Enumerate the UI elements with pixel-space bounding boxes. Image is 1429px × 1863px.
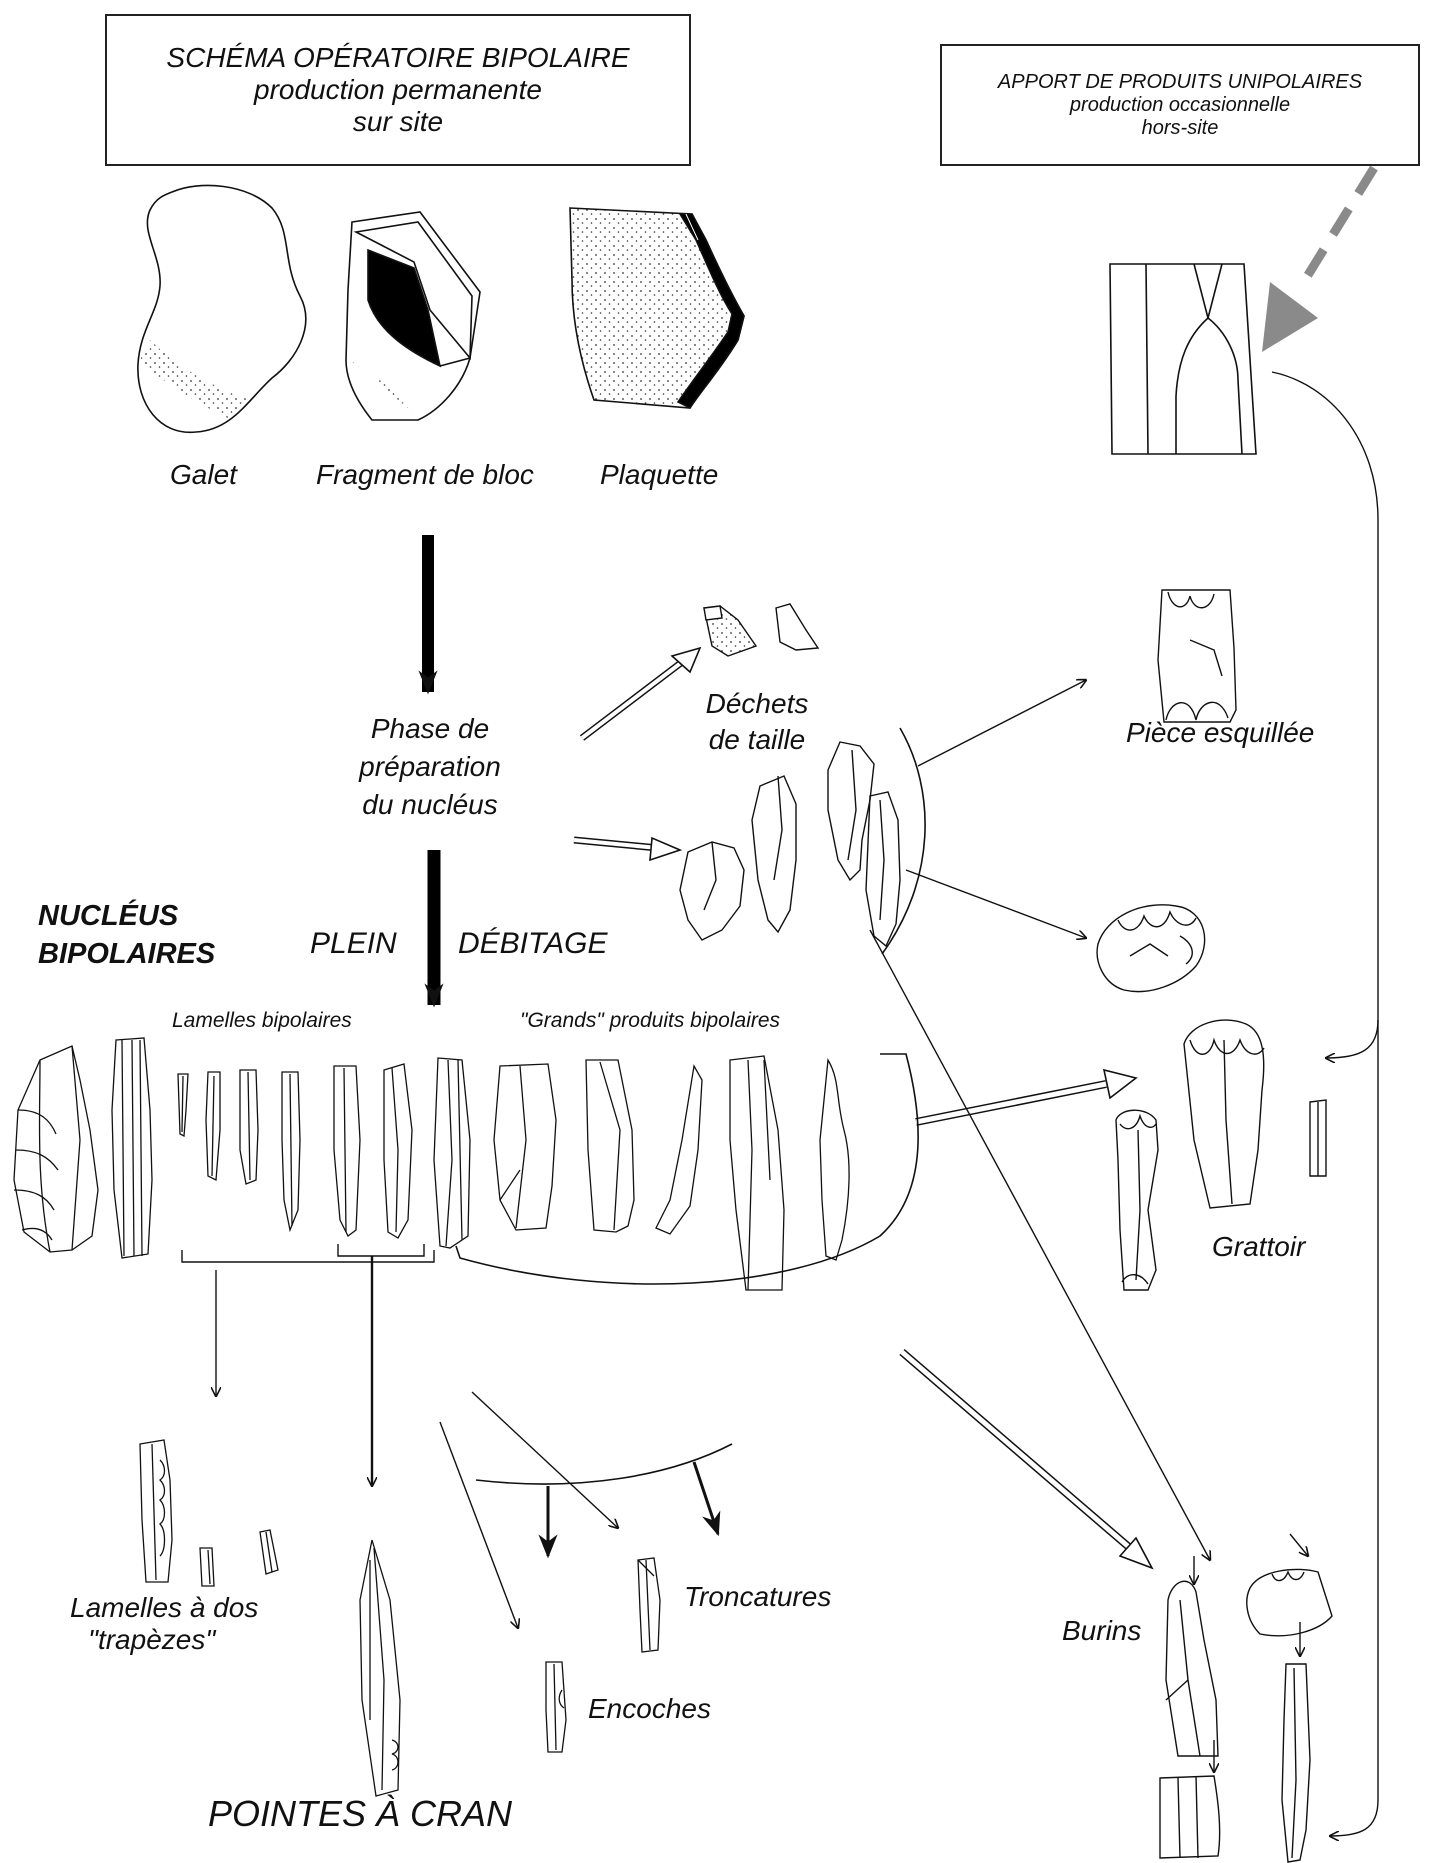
label-debitage: DÉBITAGE	[458, 926, 607, 962]
label-phase-preparation: Phase de préparation du nucléus	[330, 710, 530, 823]
fragment-de-bloc-drawing	[346, 212, 480, 420]
plaquette-drawing	[570, 208, 744, 408]
galet-drawing	[138, 185, 306, 432]
label-plaquette: Plaquette	[600, 458, 718, 492]
arrow-troncatures	[472, 1392, 618, 1528]
import-arrow	[1262, 168, 1374, 352]
label-encoches: Encoches	[588, 1692, 711, 1726]
label-fragment-de-bloc: Fragment de bloc	[316, 458, 534, 492]
eclats-drawing	[680, 742, 900, 946]
label-piece-esquillee: Pièce esquillée	[1126, 716, 1314, 750]
arc-eclats	[882, 728, 925, 954]
box-apport-unipolaire: APPORT DE PRODUITS UNIPOLAIRES productio…	[940, 44, 1420, 166]
nucleus-line1: NUCLÉUS	[38, 898, 215, 936]
lamelles-dos-drawings	[140, 1440, 278, 1586]
arrow-eclat-retouche	[906, 870, 1086, 938]
box-schema-bipolaire: SCHÉMA OPÉRATOIRE BIPOLAIRE production p…	[105, 14, 691, 166]
label-nucleus-bipolaires: NUCLÉUS BIPOLAIRES	[38, 898, 215, 973]
dechets-line2: de taille	[672, 722, 842, 758]
label-burins: Burins	[1062, 1614, 1141, 1648]
dechets-line1: Déchets	[672, 686, 842, 722]
brackets	[182, 1244, 434, 1262]
arrow-encoches	[440, 1422, 518, 1628]
label-pointes-a-cran: POINTES À CRAN	[208, 1792, 512, 1835]
arrow-piece-esquillee	[918, 680, 1086, 766]
box-unipolaire-title: APPORT DE PRODUITS UNIPOLAIRES	[942, 71, 1418, 94]
label-troncatures: Troncatures	[684, 1580, 831, 1614]
eclat-retouche-drawing	[1097, 905, 1205, 992]
lamelles-bipolaires-drawings	[178, 1058, 470, 1248]
phase-line3: du nucléus	[330, 786, 530, 824]
box-bipolaire-line2: production permanente	[107, 74, 689, 106]
grands-produits-drawings	[494, 1056, 849, 1290]
lamelles-dos-line2: "trapèzes"	[70, 1624, 310, 1656]
arrow-arc-right	[694, 1462, 718, 1534]
return-arrow-right	[1272, 372, 1378, 1836]
box-bipolaire-line3: sur site	[107, 106, 689, 138]
label-lamelles-bipolaires: Lamelles bipolaires	[172, 1008, 352, 1033]
burin-drawings	[1160, 1534, 1332, 1862]
box-unipolaire-line2: production occasionnelle	[942, 94, 1418, 117]
dechets-drawing	[704, 604, 818, 656]
phase-line1: Phase de	[330, 710, 530, 748]
unipolar-core-drawing	[1110, 264, 1256, 454]
phase-line2: préparation	[330, 748, 530, 786]
return-arrow-grattoir	[1326, 1020, 1378, 1058]
label-plein: PLEIN	[310, 926, 397, 962]
piece-esquillee-drawing	[1158, 590, 1236, 722]
lamelles-dos-line1: Lamelles à dos	[70, 1592, 310, 1624]
label-grands-produits: "Grands" produits bipolaires	[520, 1008, 780, 1033]
label-galet: Galet	[170, 458, 237, 492]
box-unipolaire-line3: hors-site	[942, 117, 1418, 140]
label-lamelles-a-dos: Lamelles à dos "trapèzes"	[70, 1592, 310, 1656]
label-grattoir: Grattoir	[1212, 1230, 1305, 1264]
box-bipolaire-title: SCHÉMA OPÉRATOIRE BIPOLAIRE	[107, 42, 689, 74]
pointe-a-cran-drawing	[360, 1540, 400, 1796]
nucleus-line2: BIPOLAIRES	[38, 936, 215, 974]
label-dechets-de-taille: Déchets de taille	[672, 686, 842, 759]
nucleus-drawings	[14, 1038, 152, 1258]
hollow-arrow-eclats	[574, 838, 680, 860]
